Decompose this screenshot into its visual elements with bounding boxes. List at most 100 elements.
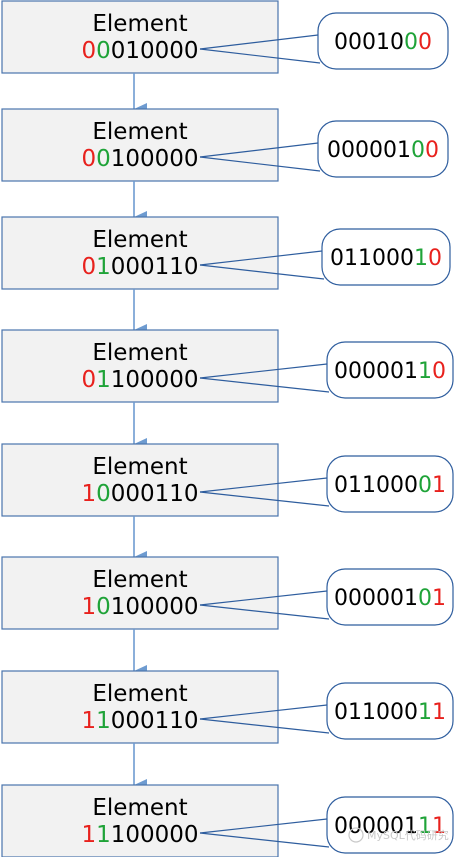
- bit-group: 1: [418, 359, 432, 384]
- bit-group: 0: [96, 38, 111, 64]
- element-key-bits: 11000110: [81, 708, 198, 734]
- bit-group: 0: [418, 586, 432, 611]
- callout-tail-line: [199, 491, 330, 507]
- bit-group: 1: [432, 586, 446, 611]
- element-key-bits: 00100000: [81, 146, 198, 172]
- bit-group: 0: [418, 30, 432, 55]
- bit-group: 0: [96, 146, 111, 172]
- bit-group: 1: [432, 700, 446, 725]
- bit-group: 100000: [111, 146, 199, 172]
- callout-tail-line: [199, 363, 328, 379]
- bit-group: 100000: [111, 822, 199, 848]
- callout-bubble: [326, 796, 454, 854]
- callout-tail-line: [199, 477, 328, 493]
- bit-group: 100000: [111, 367, 199, 393]
- element-box: [1, 0, 279, 74]
- callout-bubble: [326, 568, 454, 626]
- element-key-bits: 10100000: [81, 594, 198, 620]
- bit-group: 1: [418, 700, 432, 725]
- bit-group: 00010: [334, 30, 404, 55]
- bit-group: 0: [432, 359, 446, 384]
- bit-group: 1: [81, 708, 96, 734]
- element-box: [1, 216, 279, 290]
- element-label: Element: [92, 227, 187, 253]
- element-key-bits: 00010000: [81, 38, 198, 64]
- bit-group: 0: [81, 367, 96, 393]
- bit-group: 011000: [330, 246, 414, 271]
- bit-group: 1: [432, 814, 446, 839]
- callout-bits: 00000110: [334, 359, 446, 384]
- callout-tail-line: [199, 142, 319, 158]
- element-box: [1, 556, 279, 630]
- bit-group: 1: [81, 481, 96, 507]
- bit-group: 1: [418, 814, 432, 839]
- callout-tail-line: [199, 590, 328, 606]
- bit-group: 0: [425, 138, 439, 163]
- bit-group: 1: [96, 708, 111, 734]
- bit-group: 000110: [111, 254, 199, 280]
- callout-tail-line: [199, 818, 328, 834]
- element-key-bits: 01100000: [81, 367, 198, 393]
- callout-bits: 00000111: [334, 814, 446, 839]
- callout-tail-line: [199, 264, 325, 280]
- bit-group: 000001: [334, 359, 418, 384]
- callout-tail-line: [199, 377, 330, 393]
- callout-bubble: [317, 120, 449, 178]
- bit-group: 1: [96, 254, 111, 280]
- callout-bits: 01100011: [334, 700, 446, 725]
- bit-group: 0: [411, 138, 425, 163]
- element-box: [1, 443, 279, 517]
- bit-group: 000110: [111, 708, 199, 734]
- element-box: [1, 108, 279, 182]
- callout-bubble: [326, 455, 454, 513]
- callout-bubble: [326, 341, 454, 399]
- callout-bubble: [317, 12, 449, 70]
- bit-group: 0: [81, 146, 96, 172]
- element-label: Element: [92, 795, 187, 821]
- callout-bits: 01100010: [330, 246, 442, 271]
- bit-group: 011000: [334, 700, 418, 725]
- element-label: Element: [92, 340, 187, 366]
- element-label: Element: [92, 11, 187, 37]
- bit-group: 0: [81, 254, 96, 280]
- callout-tail-line: [199, 704, 328, 720]
- callout-tail-line: [199, 718, 330, 734]
- bit-group: 000001: [334, 814, 418, 839]
- callout-tail-line: [199, 250, 323, 266]
- element-key-bits: 11100000: [81, 822, 198, 848]
- element-box: [1, 670, 279, 744]
- callout-bits: 0001000: [334, 30, 432, 55]
- bit-group: 0: [418, 473, 432, 498]
- bit-group: 000001: [327, 138, 411, 163]
- callout-tail-line: [199, 156, 321, 172]
- bit-group: 0: [96, 481, 111, 507]
- bit-group: 1: [81, 822, 96, 848]
- watermark-text: MySQL代码研究: [367, 828, 449, 842]
- bit-group: 000001: [334, 586, 418, 611]
- bit-group: 1: [81, 594, 96, 620]
- bit-group: 1: [96, 822, 111, 848]
- bit-group: 0: [81, 38, 96, 64]
- watermark-logo-icon: [348, 827, 364, 843]
- callout-bits: 00000101: [334, 586, 446, 611]
- callout-tail-line: [199, 604, 330, 620]
- element-box: [1, 329, 279, 403]
- bit-group: 0: [404, 30, 418, 55]
- callout-tail-line: [199, 34, 319, 50]
- element-label: Element: [92, 119, 187, 145]
- bit-group: 1: [432, 473, 446, 498]
- element-label: Element: [92, 454, 187, 480]
- element-key-bits: 10000110: [81, 481, 198, 507]
- element-label: Element: [92, 567, 187, 593]
- bit-group: 1: [96, 367, 111, 393]
- element-key-bits: 01000110: [81, 254, 198, 280]
